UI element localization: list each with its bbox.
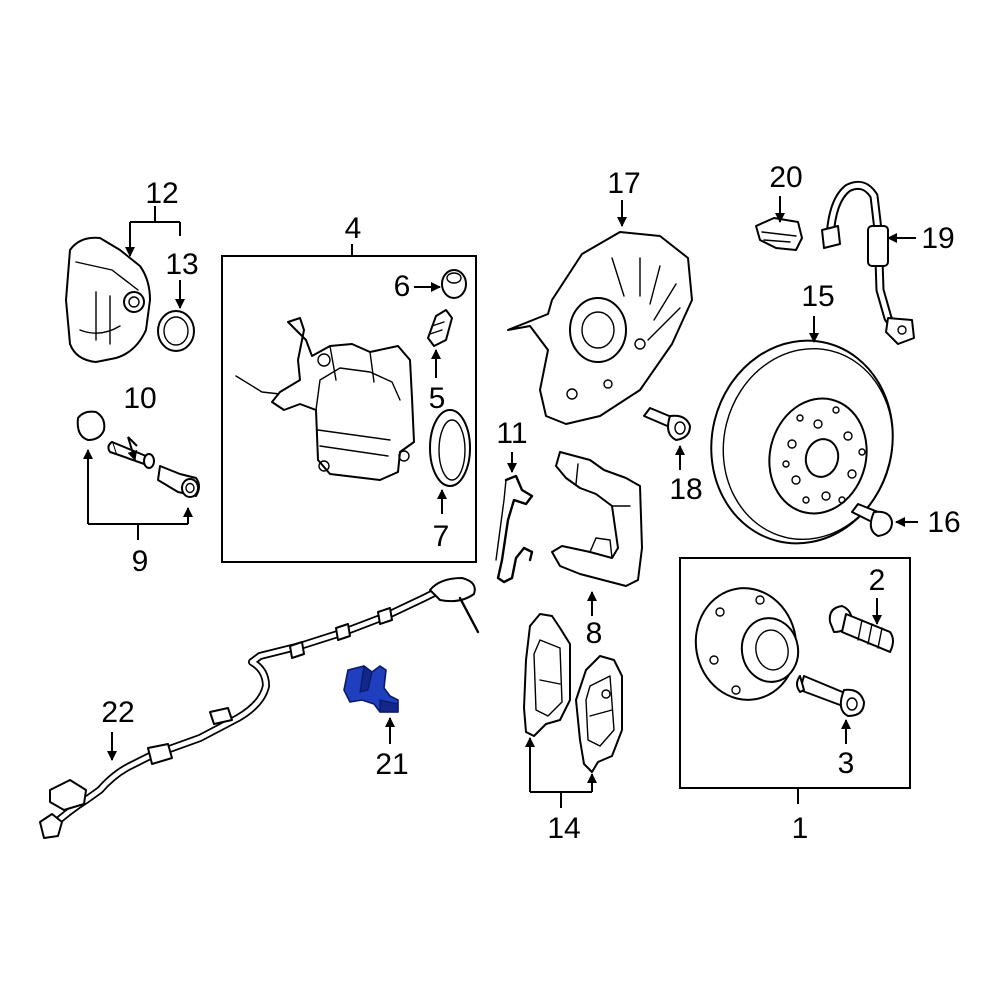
callout-6: 6 xyxy=(394,270,411,303)
callout-3: 3 xyxy=(838,747,855,780)
hose-clip[interactable] xyxy=(755,217,803,251)
parking-brake-motor[interactable] xyxy=(65,236,151,363)
callout-12: 12 xyxy=(145,177,178,210)
sensor-bracket-highlighted[interactable] xyxy=(343,664,399,713)
brake-caliper[interactable] xyxy=(235,317,415,481)
callout-4: 4 xyxy=(345,212,362,245)
callout-20: 20 xyxy=(769,161,802,194)
callout-14: 14 xyxy=(547,812,580,845)
caliper-bracket[interactable] xyxy=(551,451,643,587)
callout-22: 22 xyxy=(101,696,134,729)
callout-5: 5 xyxy=(429,382,446,415)
callout-9: 9 xyxy=(132,545,149,578)
callout-18: 18 xyxy=(669,473,702,506)
callout-10: 10 xyxy=(123,382,156,415)
brake-pad-outer[interactable] xyxy=(575,655,623,773)
anti-rattle-spring[interactable] xyxy=(495,474,534,584)
shield-bolt[interactable] xyxy=(643,407,691,441)
bleeder-screw[interactable] xyxy=(427,309,453,347)
hub-bolt[interactable] xyxy=(828,605,894,653)
caliper-assembly-box xyxy=(221,255,477,563)
wheel-speed-sensor[interactable] xyxy=(39,577,480,839)
bleeder-cap[interactable] xyxy=(441,269,467,299)
wheel-hub[interactable] xyxy=(687,580,805,708)
callout-13: 13 xyxy=(165,248,198,281)
callout-2: 2 xyxy=(869,564,886,597)
callout-21: 21 xyxy=(375,748,408,781)
brake-rotor[interactable] xyxy=(690,321,914,562)
hub-assembly-box xyxy=(679,557,911,789)
brake-pad-inner[interactable] xyxy=(523,613,571,737)
hub-bolt-2[interactable] xyxy=(796,675,865,717)
callout-7: 7 xyxy=(433,520,450,553)
guide-pin-bolt[interactable] xyxy=(157,465,200,498)
callout-15: 15 xyxy=(801,280,834,313)
rotor-screw[interactable] xyxy=(851,503,893,537)
brake-hose[interactable] xyxy=(821,180,915,345)
arrow-10 xyxy=(127,436,138,461)
splash-shield[interactable] xyxy=(507,231,693,425)
guide-pin-boot[interactable] xyxy=(76,410,106,441)
callout-11: 11 xyxy=(496,417,527,450)
callout-8: 8 xyxy=(586,617,603,650)
callout-19: 19 xyxy=(921,222,954,255)
o-ring[interactable] xyxy=(157,310,195,352)
callout-16: 16 xyxy=(927,506,960,539)
callout-17: 17 xyxy=(607,167,640,200)
caliper-seal[interactable] xyxy=(429,409,471,487)
callout-1: 1 xyxy=(792,812,809,845)
